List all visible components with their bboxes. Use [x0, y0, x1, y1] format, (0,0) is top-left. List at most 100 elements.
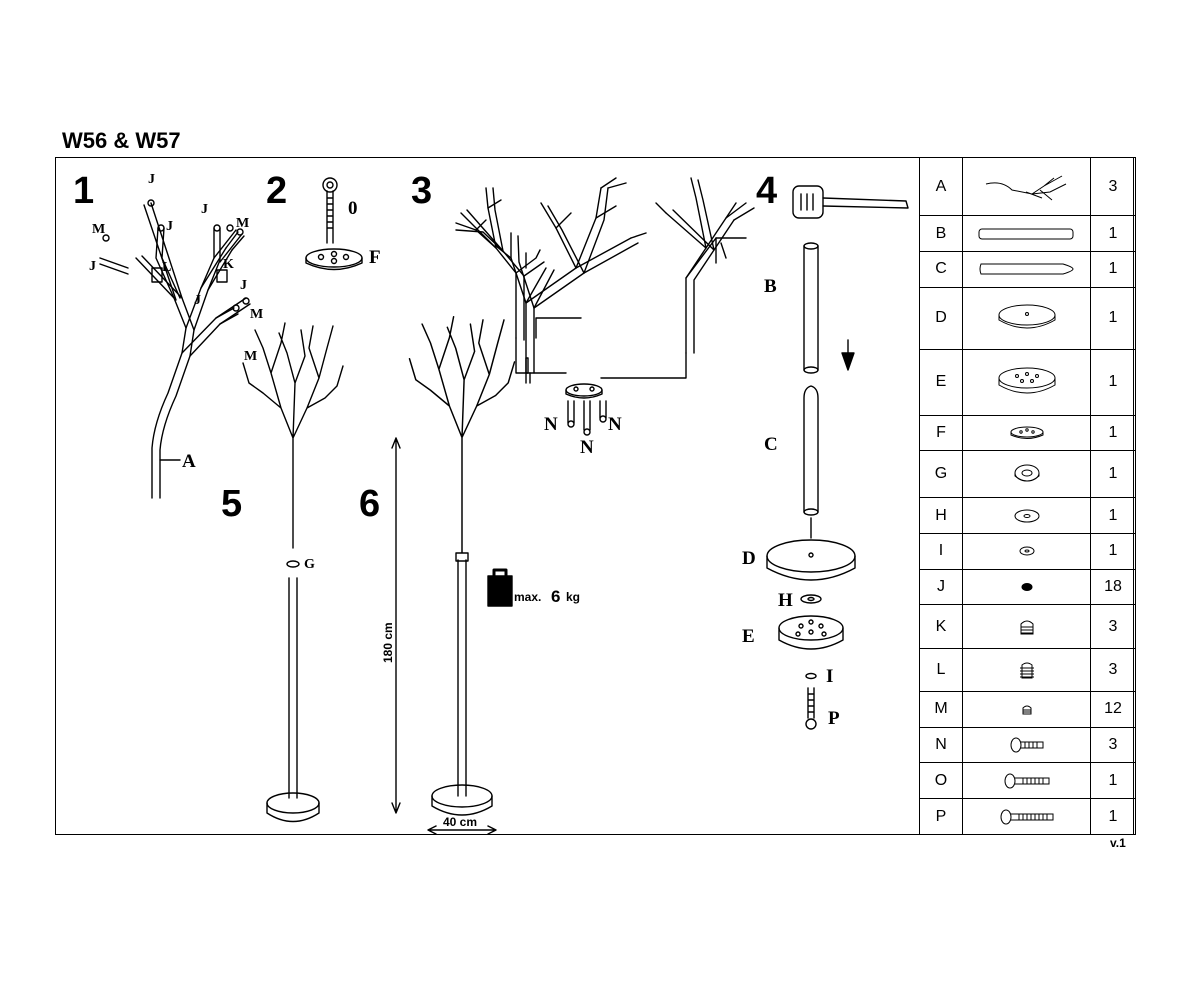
label-G: G: [304, 557, 315, 572]
label-D: D: [742, 548, 756, 569]
label-M-4: M: [244, 349, 257, 364]
page-title: W56 & W57: [62, 128, 181, 153]
base-disc-icon: [962, 286, 1091, 350]
step4-pole-assembly: [766, 185, 909, 730]
long-bolt-icon: [962, 798, 1091, 835]
label-J-1: J: [148, 172, 155, 187]
label-N-3: N: [580, 437, 594, 458]
label-J-2: J: [89, 259, 96, 274]
short-bolt-icon: [962, 726, 1091, 764]
part-quantity: 1: [1090, 251, 1136, 288]
label-F: F: [369, 247, 381, 268]
step-number-1: 1: [73, 170, 94, 212]
connector-plate-icon: [962, 414, 1091, 452]
tube-icon: [962, 215, 1091, 253]
part-quantity: 3: [1090, 156, 1136, 217]
cap-icon: [962, 568, 1091, 606]
step-number-6: 6: [359, 483, 380, 525]
step-number-5: 5: [221, 483, 242, 525]
part-quantity: 1: [1090, 414, 1136, 452]
step-number-4: 4: [756, 170, 777, 212]
part-quantity: 1: [1090, 497, 1136, 535]
part-letter: J: [919, 568, 963, 606]
label-H: H: [778, 590, 793, 611]
label-N-1: N: [544, 414, 558, 435]
label-C: C: [764, 434, 778, 455]
part-letter: P: [919, 798, 963, 835]
part-letter: L: [919, 647, 963, 692]
part-letter: E: [919, 348, 963, 416]
part-letter: H: [919, 497, 963, 535]
height-label: 180 cm: [381, 622, 395, 663]
label-A: A: [182, 451, 196, 472]
label-E: E: [742, 626, 755, 647]
label-N-2: N: [608, 414, 622, 435]
part-letter: C: [919, 251, 963, 288]
parts-row: J 18: [919, 568, 1136, 606]
height-dimension-line: [391, 437, 401, 814]
part-letter: D: [919, 286, 963, 350]
tapered-tube-icon: [962, 251, 1091, 288]
part-quantity: 18: [1090, 568, 1136, 606]
part-letter: M: [919, 690, 963, 728]
label-M-1: M: [92, 222, 105, 237]
base-bottom-icon: [962, 348, 1091, 416]
step6-assembled-tree: [408, 316, 516, 816]
step2-bolt-and-plate: [305, 177, 363, 271]
part-letter: F: [919, 414, 963, 452]
part-letter: N: [919, 726, 963, 764]
parts-row: M 12: [919, 690, 1136, 728]
part-letter: G: [919, 450, 963, 499]
label-J-5: J: [240, 278, 247, 293]
load-value: 6: [551, 587, 560, 606]
step-number-3: 3: [411, 170, 432, 212]
version-label: v.1: [1110, 836, 1126, 850]
medium-bolt-icon: [962, 762, 1091, 800]
label-M-2: M: [236, 216, 249, 231]
label-J-6: J: [194, 293, 201, 308]
part-letter: A: [919, 156, 963, 217]
washer-icon: [962, 497, 1091, 535]
step5-tree-drawing: [242, 322, 344, 823]
part-quantity: 1: [1090, 798, 1136, 835]
part-quantity: 1: [1090, 533, 1136, 570]
width-dimension-line: [427, 825, 497, 834]
hammer-icon: [792, 185, 824, 219]
part-quantity: 3: [1090, 604, 1136, 649]
label-M-3: M: [250, 307, 263, 322]
label-K: K: [223, 257, 234, 272]
step3-branches-assembly: [455, 177, 755, 436]
label-O: 0: [348, 198, 358, 219]
part-letter: I: [919, 533, 963, 570]
branch-icon: [962, 156, 1091, 217]
small-washer-icon: [962, 533, 1091, 570]
part-quantity: 3: [1090, 647, 1136, 692]
ribbed-plug-icon: [962, 604, 1091, 649]
load-unit: kg: [566, 590, 580, 604]
part-letter: O: [919, 762, 963, 800]
part-quantity: 1: [1090, 450, 1136, 499]
assembly-diagram: 1 2 3 4 5 6 J M J J J M L K J J M M A: [73, 170, 909, 834]
label-J-4: J: [201, 202, 208, 217]
step1-branch-drawing: [99, 199, 251, 499]
part-quantity: 12: [1090, 690, 1136, 728]
label-B: B: [764, 276, 777, 297]
label-L: L: [162, 260, 171, 275]
width-label: 40 cm: [443, 815, 477, 829]
part-quantity: 1: [1090, 762, 1136, 800]
weight-icon: [487, 568, 513, 607]
label-J-3: J: [166, 219, 173, 234]
